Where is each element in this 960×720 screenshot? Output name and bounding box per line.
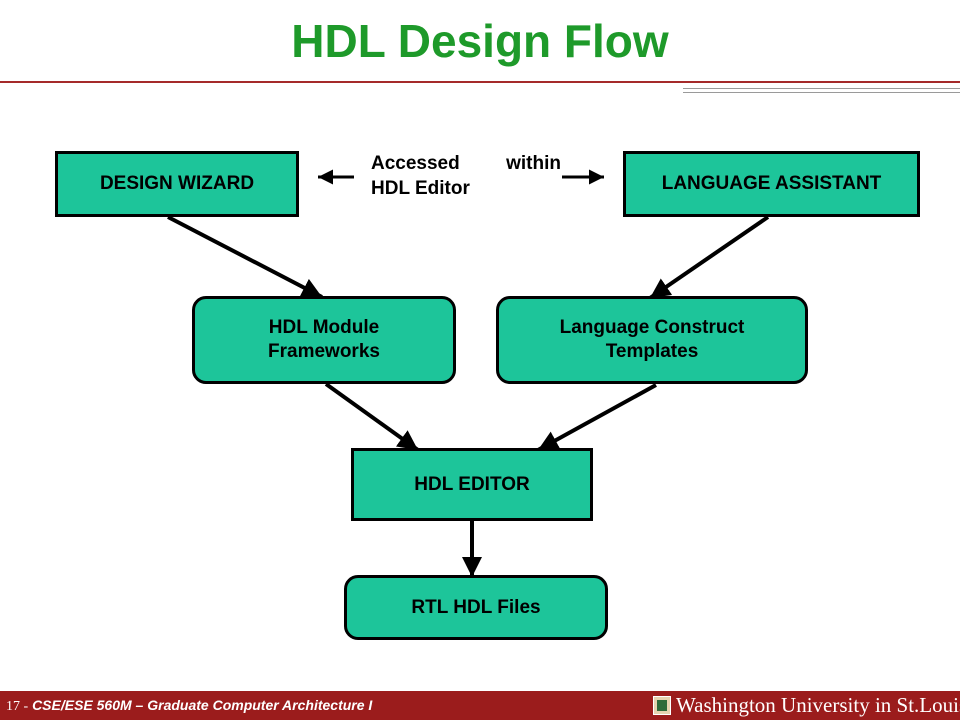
arrow-wizard-to-frameworks (167, 215, 323, 299)
title-accent-line-1 (683, 88, 960, 89)
access-note-line-2: HDL Editor (371, 177, 470, 199)
rtl-hdl-files-box: RTL HDL Files (344, 575, 608, 640)
footer-course-text: 17 - CSE/ESE 560M – Graduate Computer Ar… (6, 697, 372, 715)
footer-bar: 17 - CSE/ESE 560M – Graduate Computer Ar… (0, 691, 960, 720)
access-note: Accessed within HDL Editor (371, 152, 561, 201)
university-name: Washington University in St.Louis (676, 693, 960, 717)
language-assistant-box: LANGUAGE ASSISTANT (623, 151, 920, 217)
arrow-assistant-to-templates (648, 215, 770, 300)
title-accent-line-2 (683, 92, 960, 93)
slide-title: HDL Design Flow (291, 15, 669, 67)
hdl-editor-box: HDL EDITOR (351, 448, 593, 521)
university-seal-icon (653, 696, 671, 715)
course-name: CSE/ESE 560M – Graduate Computer Archite… (32, 697, 373, 713)
slide-number: 17 - (6, 699, 29, 714)
title-divider (0, 81, 960, 83)
access-note-line-1: Accessed within (371, 153, 561, 174)
language-construct-templates-box: Language Construct Templates (496, 296, 808, 384)
hdl-module-frameworks-box: HDL Module Frameworks (192, 296, 456, 384)
design-wizard-box: DESIGN WIZARD (55, 151, 299, 217)
arrow-frameworks-to-editor (324, 382, 420, 452)
arrow-templates-to-editor (537, 383, 657, 452)
